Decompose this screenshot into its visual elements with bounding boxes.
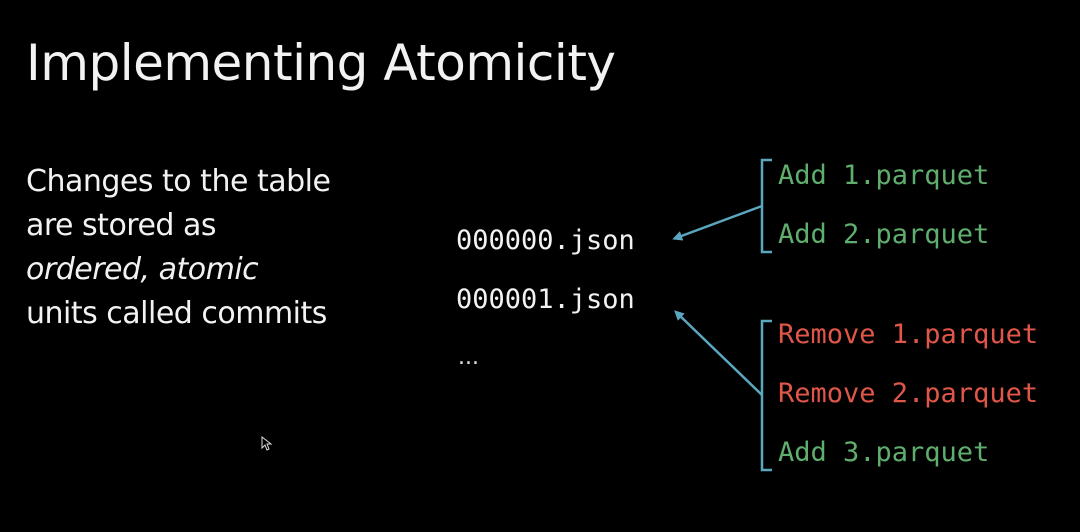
description-line-3: ordered, atomic [26, 252, 259, 287]
arrow-commit-0 [672, 204, 763, 241]
mouse-cursor-icon [261, 436, 273, 451]
arrow-commit-1 [674, 310, 763, 396]
commit-file-1: 000001.json [456, 284, 635, 315]
action-add-2-parquet: Add 2.parquet [778, 219, 990, 250]
bracket-commit-0 [760, 158, 772, 254]
description-text: Changes to the table are stored as order… [26, 160, 386, 336]
slide-title: Implementing Atomicity [26, 34, 616, 92]
description-line-4: units called commits [26, 296, 327, 331]
action-add-1-parquet: Add 1.parquet [778, 160, 990, 191]
action-add-3-parquet: Add 3.parquet [778, 437, 990, 468]
description-line-1: Changes to the table [26, 164, 331, 199]
ellipsis: ... [458, 345, 479, 370]
commit-file-0: 000000.json [456, 225, 635, 256]
bracket-commit-1 [760, 319, 772, 472]
action-remove-1-parquet: Remove 1.parquet [778, 319, 1039, 350]
action-remove-2-parquet: Remove 2.parquet [778, 378, 1039, 409]
description-line-2: are stored as [26, 208, 217, 243]
